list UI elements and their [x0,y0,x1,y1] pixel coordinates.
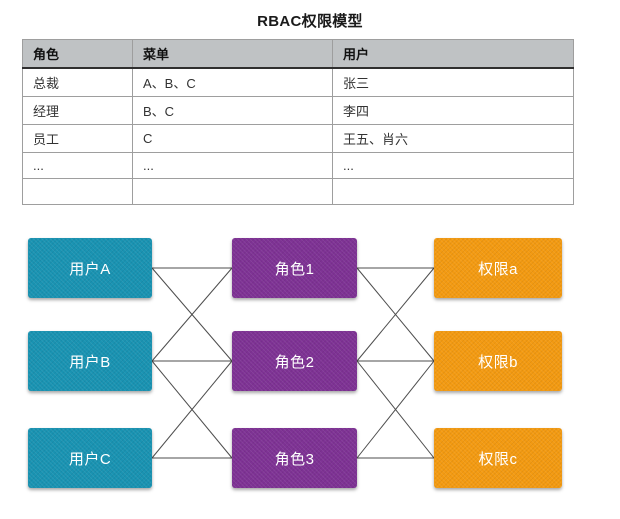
header-user: 用户 [332,39,574,69]
table-cell: C [132,124,333,153]
connection-lines [151,267,435,459]
table-row: ... ... ... [22,152,574,179]
node-permission-b: 权限b [434,331,562,391]
table-cell: 李四 [332,96,574,125]
table-row: 员工 C 王五、肖六 [22,124,574,153]
node-user-c: 用户C [28,428,152,488]
node-role-1: 角色1 [232,238,357,298]
table-row: 总裁 A、B、C 张三 [22,67,574,97]
table-cell: ... [132,152,333,179]
table-row: 经理 B、C 李四 [22,96,574,125]
node-user-a: 用户A [28,238,152,298]
table-cell: 王五、肖六 [332,124,574,153]
page-title: RBAC权限模型 [257,13,363,30]
table-header-row: 角色 菜单 用户 [22,39,574,69]
table-cell: 张三 [332,67,574,97]
rbac-mapping-table: 角色 菜单 用户 总裁 A、B、C 张三 经理 B、C 李四 员工 C 王五、肖… [22,39,574,205]
rbac-diagram: 用户A 用户B 用户C 角色1 角色2 角色3 权限a 权限b 权限c [0,230,620,510]
table-cell: ... [332,152,574,179]
node-role-2: 角色2 [232,331,357,391]
table-cell: 总裁 [22,67,133,97]
table-cell: 经理 [22,96,133,125]
table-cell: ... [22,152,133,179]
table-cell [332,178,574,205]
table-row [22,178,574,205]
node-role-3: 角色3 [232,428,357,488]
node-permission-c: 权限c [434,428,562,488]
table-cell: 员工 [22,124,133,153]
table-cell [22,178,133,205]
header-role: 角色 [22,39,133,69]
header-menu: 菜单 [132,39,333,69]
node-permission-a: 权限a [434,238,562,298]
node-user-b: 用户B [28,331,152,391]
table-cell: A、B、C [132,67,333,97]
table-cell [132,178,333,205]
table-cell: B、C [132,96,333,125]
